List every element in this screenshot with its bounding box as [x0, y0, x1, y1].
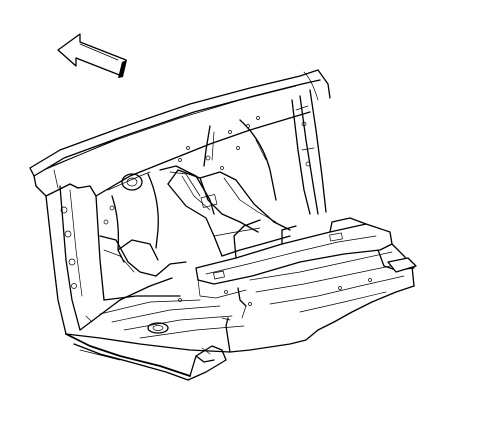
floor-cross-member	[195, 217, 393, 319]
rocker-sill	[65, 315, 227, 381]
transmission-tunnel	[167, 169, 291, 257]
cowl-top-rail	[29, 69, 331, 187]
left-kick-panel	[99, 205, 159, 277]
front-direction-arrow-icon	[57, 33, 127, 78]
left-hinge-pillar	[35, 169, 105, 335]
right-cowl-side-panel	[291, 89, 327, 215]
